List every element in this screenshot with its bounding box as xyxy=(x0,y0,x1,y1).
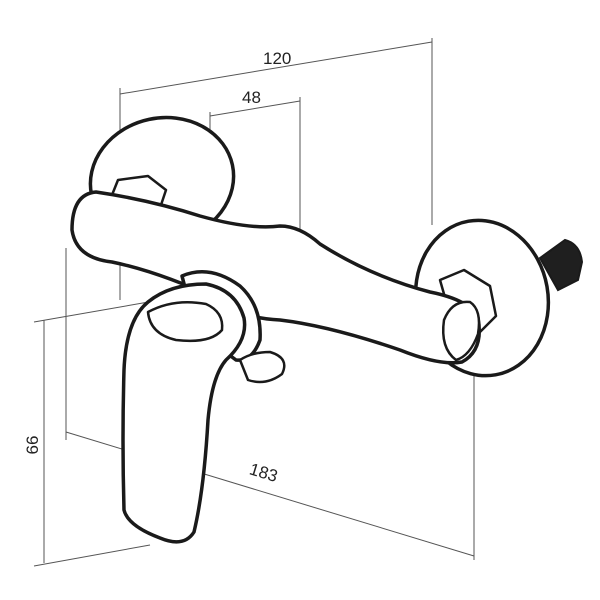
inlet-pipe-stub xyxy=(538,238,584,292)
extension-line-top xyxy=(33,299,161,323)
lever-blade xyxy=(121,282,247,544)
dimension-label-120: 120 xyxy=(263,49,291,68)
dimension-line-120 xyxy=(119,41,433,95)
dimension-label-48: 48 xyxy=(242,88,261,107)
extension-line-bottom xyxy=(33,544,151,567)
lower-outlet xyxy=(238,350,286,384)
lever-top-facet xyxy=(146,301,224,343)
lever-handle xyxy=(121,270,286,544)
dimension-label-183: 183 xyxy=(247,460,280,486)
outlet-end-cap xyxy=(442,300,481,362)
dimension-line-48 xyxy=(209,100,301,117)
dimension-label-66: 66 xyxy=(23,436,42,455)
dimension-66: 66 xyxy=(23,299,161,567)
